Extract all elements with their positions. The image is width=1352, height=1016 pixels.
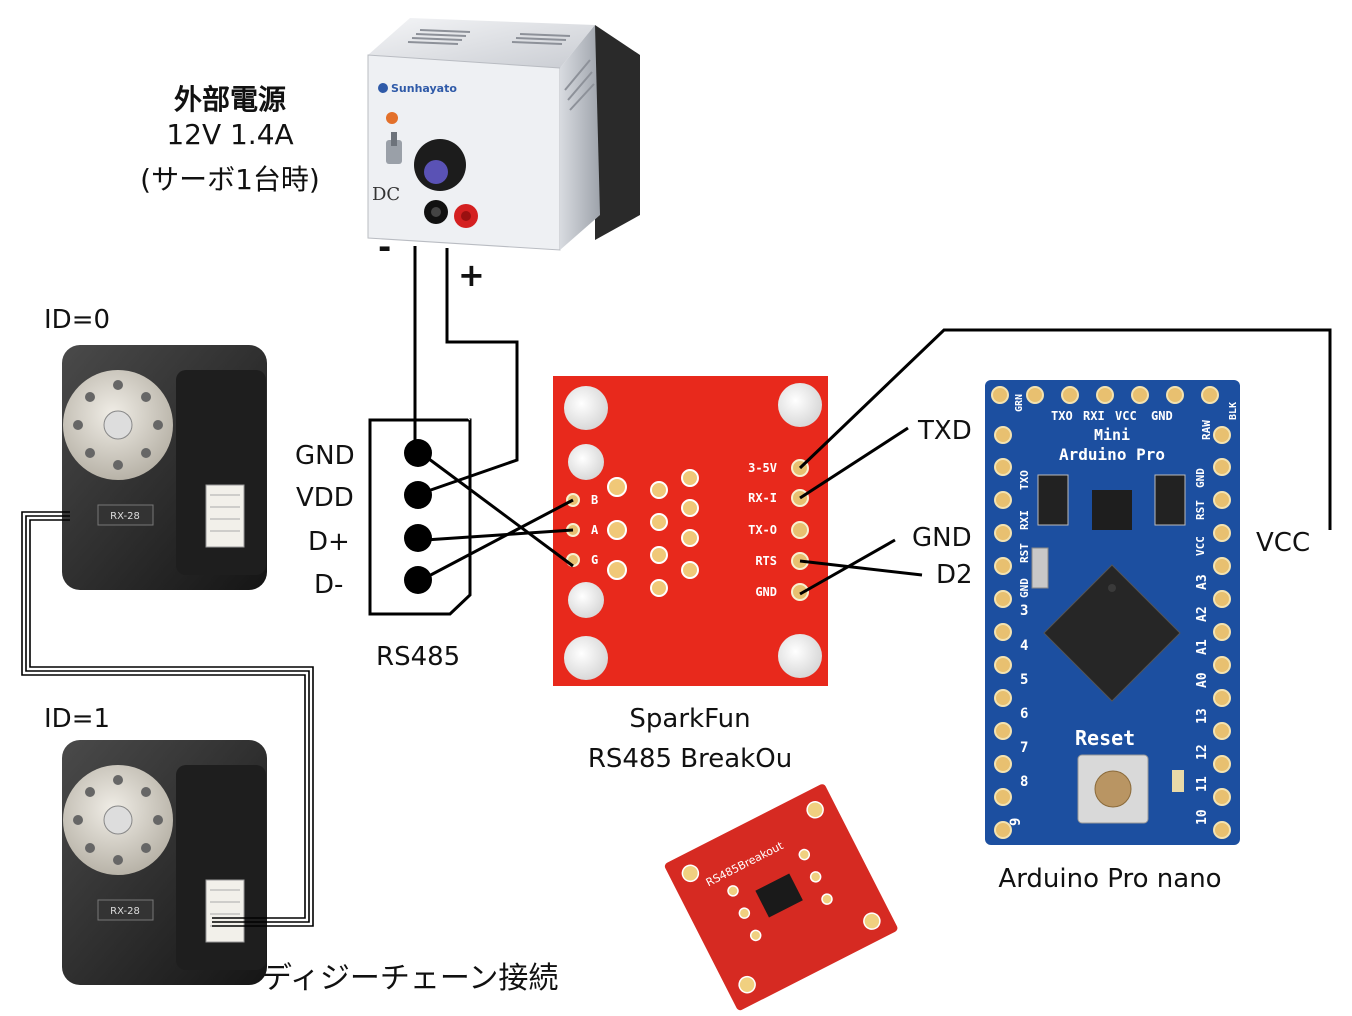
breakout-pin-label: GND: [755, 585, 777, 599]
psu-note: (サーボ1台時): [140, 163, 320, 196]
breakout-pin-label: A: [591, 523, 599, 537]
rs485-connector: [368, 401, 472, 616]
arduino-pin-label: 10: [1195, 809, 1210, 825]
daisy-chain-label: ディジーチェーン接続: [262, 961, 559, 996]
arduino-board-title: Arduino Pro: [1059, 445, 1165, 464]
wire-dplus-a: [424, 528, 574, 542]
breakout-caption-line1: SparkFun: [629, 704, 751, 734]
psu-plus-label: +: [458, 256, 485, 294]
svg-text:DC: DC: [372, 184, 400, 205]
wire-dminus-b: [424, 498, 574, 580]
breakout-pin-label: G: [591, 553, 598, 567]
pin-gnd-dot: [404, 439, 432, 467]
daisy-chain-cable: [21, 511, 314, 927]
arduino-pin-label: 13: [1195, 708, 1210, 724]
signal-txd-label: TXD: [918, 416, 972, 446]
signal-vcc-label: VCC: [1256, 528, 1311, 558]
arduino-pin-label: BLK: [1228, 402, 1239, 420]
reset-label: Reset: [1075, 726, 1135, 750]
ic-chip-icon: [755, 873, 803, 918]
arduino-pin-label: 5: [1020, 672, 1028, 688]
psu-minus-label: -: [378, 228, 392, 266]
breakout-pin-label: RX-I: [748, 491, 777, 505]
arduino-pin-label: GND: [1194, 468, 1207, 488]
breakout-photo: RS485Breakout: [664, 784, 898, 1011]
servo-model-label: RX-28: [110, 511, 140, 522]
rs485-connector-label: RS485: [376, 642, 461, 672]
arduino-pin-label: A0: [1195, 672, 1210, 688]
wire-rts-d2: [799, 559, 923, 577]
arduino-pin-label: A3: [1195, 574, 1210, 590]
arduino-pin-label: A1: [1195, 639, 1210, 655]
arduino-pin-label: RST: [1194, 500, 1207, 520]
arduino-pin-label: 9: [1008, 818, 1024, 826]
regulator-icon: [1037, 474, 1069, 526]
breakout-pin-label: RTS: [755, 554, 777, 568]
arduino-pin-label: A2: [1195, 606, 1210, 622]
breakout-pin-label: 3-5V: [748, 461, 777, 475]
arduino-pin-label: 4: [1020, 638, 1028, 654]
chip-icon: [1092, 490, 1132, 530]
psu-title: 外部電源: [173, 83, 286, 116]
rs485-pin-vdd-label: VDD: [296, 483, 354, 513]
signal-d2-label: D2: [936, 560, 973, 590]
rs485-breakout-board: B A G 3-5V RX-I TX-O RTS GND: [553, 376, 828, 686]
servo-model-label: RX-28: [110, 906, 140, 917]
arduino-pin-label: VCC: [1194, 536, 1207, 556]
breakout-pin-label: TX-O: [748, 523, 777, 537]
wires: [413, 246, 1332, 596]
arduino-pin-label: TXO: [1051, 409, 1073, 423]
regulator-icon: [1154, 474, 1186, 526]
servo-id0-label: ID=0: [44, 305, 111, 335]
wire-psu-plus: [424, 248, 519, 494]
arduino-pin-label: RXI: [1083, 409, 1105, 423]
psu-rating: 12V 1.4A: [166, 118, 294, 151]
arduino-caption: Arduino Pro nano: [998, 864, 1222, 894]
arduino-pin-label: RAW: [1200, 420, 1213, 440]
arduino-pin-label: 6: [1020, 706, 1028, 722]
wire-gnd-g: [424, 454, 574, 568]
wire-vcc: [798, 328, 1332, 530]
servo-id1-image: RX-28: [62, 740, 267, 985]
pin-dminus-dot: [404, 566, 432, 594]
arduino-pin-label: GND: [1151, 409, 1173, 423]
wire-txd: [799, 426, 909, 500]
power-led-icon: [386, 112, 398, 124]
signal-gnd-label: GND: [912, 523, 972, 553]
arduino-board: TXO RXI VCC GND GRN BLK RAW Mini Arduino…: [985, 380, 1240, 845]
arduino-pin-label: 8: [1020, 774, 1028, 790]
wire-gnd: [799, 538, 896, 596]
arduino-pin-label: 3: [1020, 603, 1028, 619]
arduino-pin-label: RXI: [1018, 510, 1031, 530]
rs485-pin-dminus-label: D-: [314, 570, 344, 600]
arduino-pin-label: GND: [1018, 578, 1031, 598]
arduino-pin-label: TXO: [1018, 470, 1031, 490]
psu-brand: Sunhayato: [391, 82, 457, 95]
microcontroller-icon: [1043, 564, 1181, 702]
rs485-pin-gnd-label: GND: [295, 441, 355, 471]
servo-id1-label: ID=1: [44, 704, 111, 734]
pin-dplus-dot: [404, 524, 432, 552]
arduino-pin-label: 7: [1020, 740, 1028, 756]
arduino-pin-label: RST: [1018, 543, 1031, 563]
breakout-pin-label: B: [591, 493, 598, 507]
power-supply-image: Sunhayato DC: [367, 18, 640, 251]
rs485-pin-dplus-label: D+: [308, 527, 350, 557]
arduino-pin-label: GRN: [1014, 394, 1025, 412]
servo-id0-image: RX-28: [62, 345, 267, 590]
arduino-pin-label: 11: [1195, 776, 1210, 792]
breakout-caption-line2: RS485 BreakOu: [587, 744, 793, 774]
toggle-switch-icon: [386, 140, 402, 164]
arduino-board-title: Mini: [1094, 426, 1130, 444]
arduino-pin-label: VCC: [1115, 409, 1137, 423]
pin-vdd-dot: [404, 481, 432, 509]
arduino-pin-label: 12: [1195, 744, 1210, 760]
